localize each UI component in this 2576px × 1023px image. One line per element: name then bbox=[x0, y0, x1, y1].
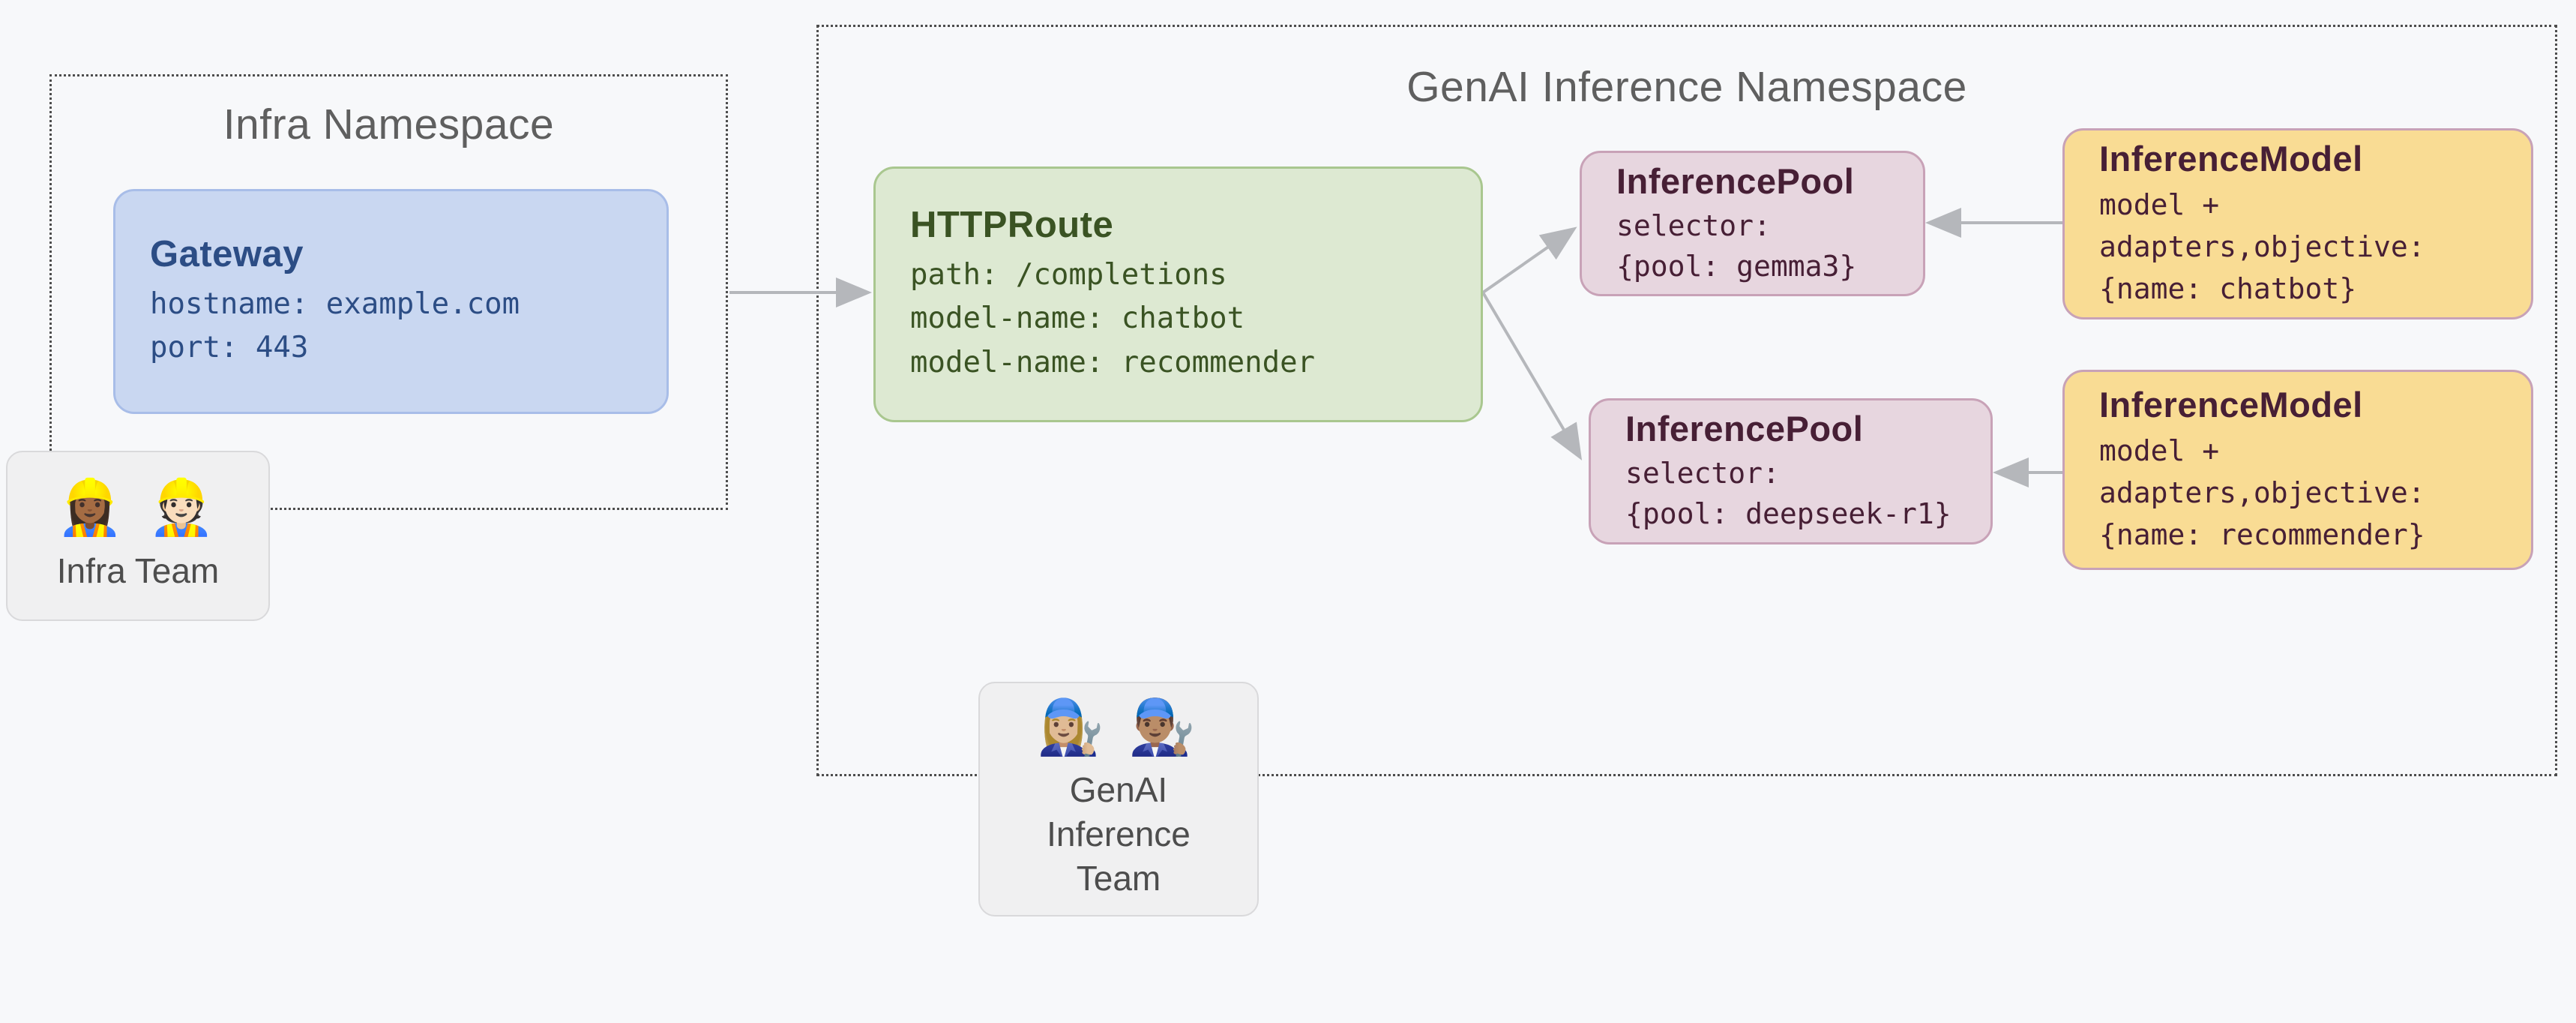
genai-team-card: 👩🏼‍🔧 👨🏽‍🔧 GenAI Inference Team bbox=[978, 682, 1259, 916]
man-mechanic-emoji: 👨🏽‍🔧 bbox=[1128, 697, 1200, 758]
inference-model-title: InferenceModel bbox=[2099, 384, 2363, 424]
inference-model-line: adapters,objective: bbox=[2099, 476, 2425, 509]
httproute-path: path: /completions bbox=[910, 257, 1227, 292]
inference-model-recommender-node: InferenceModel model + adapters,objectiv… bbox=[2062, 370, 2533, 570]
man-construction-worker-emoji: 👷🏻 bbox=[148, 478, 220, 538]
inference-model-title: InferenceModel bbox=[2099, 138, 2363, 178]
genai-namespace-box bbox=[816, 25, 2557, 776]
gateway-hostname: hostname: example.com bbox=[150, 286, 520, 321]
httproute-node: HTTPRoute path: /completions model-name:… bbox=[873, 166, 1483, 422]
infra-namespace-title: Infra Namespace bbox=[223, 100, 555, 148]
inference-pool-deepseek-node: InferencePool selector: {pool: deepseek-… bbox=[1589, 398, 1993, 544]
inference-model-line: model + bbox=[2099, 188, 2220, 221]
inference-pool-title: InferencePool bbox=[1616, 160, 1855, 201]
inference-pool-selector-value: {pool: deepseek-r1} bbox=[1625, 497, 1951, 530]
infra-team-label: Infra Team bbox=[56, 550, 220, 590]
inference-model-line: model + bbox=[2099, 434, 2220, 467]
infra-team-card: 👷🏾‍♀️ 👷🏻 Infra Team bbox=[6, 451, 270, 621]
inference-model-chatbot-node: InferenceModel model + adapters,objectiv… bbox=[2062, 128, 2533, 320]
inference-pool-selector: selector: bbox=[1616, 208, 1771, 242]
inference-pool-title: InferencePool bbox=[1625, 409, 1864, 449]
inference-model-name: {name: chatbot} bbox=[2099, 272, 2357, 306]
inference-pool-selector: selector: bbox=[1625, 457, 1780, 490]
inference-model-line: adapters,objective: bbox=[2099, 230, 2425, 263]
httproute-title: HTTPRoute bbox=[910, 204, 1114, 245]
team-emojis-row: 👩🏼‍🔧 👨🏽‍🔧 bbox=[1037, 698, 1200, 758]
woman-mechanic-emoji: 👩🏼‍🔧 bbox=[1037, 697, 1109, 758]
inference-model-name: {name: recommender} bbox=[2099, 518, 2425, 552]
inference-pool-gemma3-node: InferencePool selector: {pool: gemma3} bbox=[1580, 151, 1925, 296]
woman-construction-worker-emoji: 👷🏾‍♀️ bbox=[56, 478, 128, 538]
httproute-model-name-recommender: model-name: recommender bbox=[910, 345, 1316, 380]
gateway-port: port: 443 bbox=[150, 331, 309, 364]
httproute-model-name-chatbot: model-name: chatbot bbox=[910, 302, 1245, 336]
genai-team-label: GenAI Inference Team bbox=[1047, 770, 1191, 898]
inference-pool-selector-value: {pool: gemma3} bbox=[1616, 249, 1857, 283]
team-emojis-row: 👷🏾‍♀️ 👷🏻 bbox=[56, 478, 219, 538]
genai-namespace-title: GenAI Inference Namespace bbox=[1406, 63, 1967, 111]
infra-namespace-box bbox=[49, 74, 728, 510]
gateway-title: Gateway bbox=[150, 233, 304, 274]
gateway-node: Gateway hostname: example.com port: 443 bbox=[113, 189, 669, 414]
